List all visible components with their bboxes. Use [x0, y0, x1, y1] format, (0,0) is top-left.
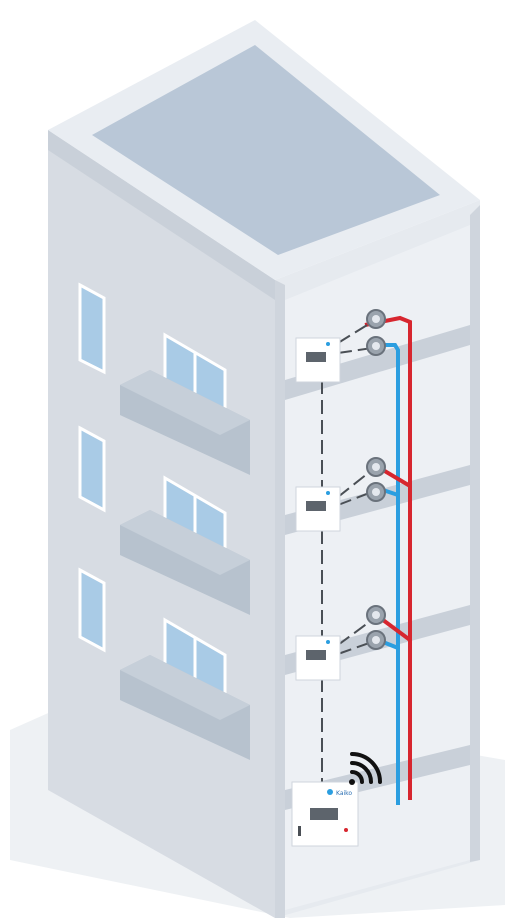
floor-reader-device [296, 338, 340, 382]
small-windows [80, 285, 104, 650]
water-meter [367, 310, 385, 328]
window [80, 285, 104, 372]
water-meter [367, 458, 385, 476]
floor-reader-device [296, 636, 340, 680]
water-meter [367, 606, 385, 624]
water-meter [367, 631, 385, 649]
gateway-device: Kaiko [292, 782, 358, 846]
water-meter [367, 337, 385, 355]
brand-label: Kaiko [336, 790, 352, 797]
floor-reader-device [296, 487, 340, 531]
water-meter [367, 483, 385, 501]
window [80, 428, 104, 510]
window [80, 570, 104, 650]
